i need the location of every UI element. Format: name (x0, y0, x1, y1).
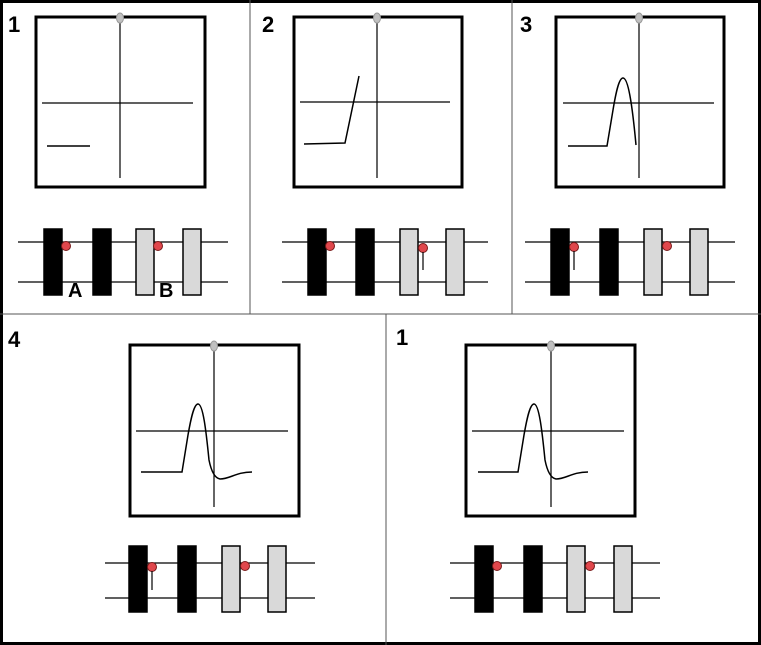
panel-number: 2 (262, 12, 274, 37)
axon-segment-inactive (643, 228, 663, 296)
oscilloscope-pin (547, 340, 555, 352)
electrode-a (61, 241, 71, 251)
electrode-a (569, 242, 579, 252)
axon-segment-inactive (182, 228, 202, 296)
voltage-trace (478, 403, 589, 480)
panel-number: 4 (8, 327, 21, 352)
panel-number: 1 (8, 12, 20, 37)
voltage-trace (568, 77, 637, 147)
axon-segment-inactive (267, 545, 287, 613)
axon-segment-active (43, 228, 63, 296)
electrode-b (662, 241, 672, 251)
oscilloscope-screen (554, 15, 726, 189)
electrode-b (585, 561, 595, 571)
electrode-b (418, 243, 428, 253)
oscilloscope (464, 340, 637, 518)
panel-2: 2 (262, 12, 488, 296)
axon-segment-active (599, 228, 619, 296)
oscilloscope (554, 12, 726, 189)
axon-segment-active (92, 228, 112, 296)
axon-segment-active (307, 228, 327, 296)
electrode-b (240, 561, 250, 571)
oscilloscope-pin (635, 12, 643, 24)
oscilloscope (34, 12, 207, 189)
axon-segment-active (474, 545, 494, 613)
oscilloscope (292, 12, 464, 189)
axon (525, 228, 735, 296)
axon (450, 545, 660, 613)
panel-3: 3 (520, 12, 735, 296)
panel-4: 4 (8, 327, 315, 613)
axon-segment-inactive (566, 545, 586, 613)
axon-segment-active (523, 545, 543, 613)
axon-segment-active (177, 545, 197, 613)
oscilloscope (128, 340, 301, 518)
electrode-label-a: A (68, 280, 82, 302)
axon (282, 228, 488, 296)
panel-number: 3 (520, 12, 532, 37)
axon-segment-inactive (445, 228, 465, 296)
electrode-a (147, 562, 157, 572)
oscilloscope-pin (116, 12, 124, 24)
axon: A B (18, 228, 228, 302)
oscilloscope-pin (373, 12, 381, 24)
electrode-a (492, 561, 502, 571)
axon (105, 545, 315, 613)
panel-number: 1 (396, 325, 408, 350)
oscilloscope-pin (210, 340, 218, 352)
axon-segment-inactive (221, 545, 241, 613)
axon-segment-inactive (689, 228, 709, 296)
electrode-b (153, 241, 163, 251)
axon-segment-inactive (135, 228, 155, 296)
electrode-a (325, 241, 335, 251)
panel-5: 1 (396, 325, 660, 613)
axon-segment-active (128, 545, 148, 613)
voltage-trace (303, 75, 360, 145)
panel-1: 1 A B (8, 12, 228, 302)
axon-segment-inactive (613, 545, 633, 613)
voltage-trace (141, 403, 253, 480)
axon-segment-inactive (399, 228, 419, 296)
axon-segment-active (550, 228, 570, 296)
axon-segment-active (355, 228, 375, 296)
electrode-label-b: B (159, 280, 173, 302)
